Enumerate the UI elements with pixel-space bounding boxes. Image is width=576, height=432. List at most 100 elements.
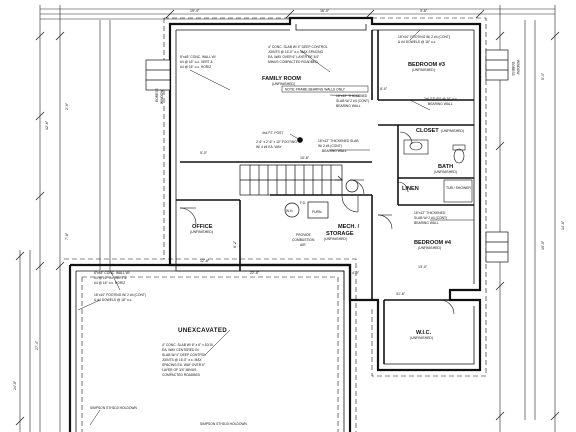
slab-unexc-4: JOINTS @ 16'-0" o.c. MAX bbox=[162, 358, 202, 362]
tub-shower-label: TUB / SHOWER bbox=[446, 186, 471, 190]
slab-note-1: 4" CONC. SLAB W/ 4" DEEP CONTROL bbox=[268, 45, 328, 49]
bath-status: (UNFINISHED) bbox=[434, 170, 457, 174]
holdown-note-2: SIMPSON STHD10 HOLDOWN bbox=[200, 422, 248, 426]
dimension-text: 19'-4" 16'-0" 3'-6" 5'-0" 10'-8" 8'-0" 1… bbox=[13, 9, 565, 390]
unexcavated-label: UNEXCAVATED bbox=[178, 327, 227, 334]
leader-lines bbox=[77, 29, 474, 426]
bedroom4-status: (UNFINISHED) bbox=[418, 246, 441, 250]
floor-drain-label: F.D. bbox=[300, 201, 306, 205]
dim-18: 27'-4" bbox=[35, 340, 39, 350]
furnace-label: FURN. bbox=[312, 210, 322, 214]
footing-post-2: W/ 4 #4 EA. WAY bbox=[256, 145, 282, 149]
wic-status: (UNFINISHED) bbox=[410, 336, 433, 340]
egress-left-1: EGRESS bbox=[155, 87, 159, 102]
storage-label: STORAGE bbox=[326, 231, 354, 237]
bearing-bath-1: 2x6 STUDS @ 16" o.c. bbox=[424, 97, 458, 101]
dimension-lines bbox=[15, 5, 560, 432]
slab-unexc-7: COMPACTED ROADBED bbox=[162, 373, 201, 377]
thickened-top-2: SLAB W/ 2 #4 (CONT) bbox=[336, 99, 369, 103]
dim-11: 13'-0" bbox=[418, 265, 428, 269]
slab-note-4: MINUS COMPACTED ROADBED bbox=[268, 60, 318, 64]
mech-equipment bbox=[284, 137, 359, 219]
dim-20: 6'-2" bbox=[233, 240, 237, 248]
dim-2: 16'-0" bbox=[320, 9, 330, 13]
thickened-br4-1: 16"x12" THICKENED bbox=[414, 211, 446, 215]
thickened-br4-3: BEARING WALL bbox=[414, 221, 439, 225]
family-room-status: (UNFINISHED) bbox=[272, 82, 295, 86]
egress-right-2: WINDOW bbox=[516, 60, 520, 75]
thickened-mid-2: W/ 2 #4 (CONT) bbox=[318, 144, 342, 148]
wall-left-1: 8"x48" CONC. WALL W/ bbox=[180, 55, 216, 59]
footing-br3-2: & #4 DOWELS @ 18" o.c. bbox=[398, 40, 436, 44]
dim-3: 3'-6" bbox=[420, 9, 428, 13]
closet-label: CLOSET bbox=[416, 128, 439, 134]
family-room-label: FAMILY ROOM bbox=[262, 76, 301, 82]
bath-label: BATH bbox=[438, 164, 453, 170]
dim-6: 8'-0" bbox=[380, 87, 388, 91]
egress-left-2: WINDOW bbox=[160, 89, 164, 104]
wall-lower-left-2: #4 @ 16" o.c. VERT & bbox=[94, 276, 127, 280]
egress-windows bbox=[145, 49, 509, 263]
slab-unexc-5: SPACING EA. WAY OVER 6" bbox=[162, 363, 206, 367]
bedroom3-status: (UNFINISHED) bbox=[412, 68, 435, 72]
footing-br3-1: 16"x10" FOOTING W/ 2 #4 (CONT) bbox=[398, 35, 450, 39]
bearing-wall-mid: BEARING WALL bbox=[322, 149, 347, 153]
thickened-mid-1: 16"x12" THICKENED SLAB bbox=[318, 139, 359, 143]
doors bbox=[179, 131, 455, 315]
dim-13: 2'-6" bbox=[65, 102, 69, 110]
wall-left-3: #4 @ 16" o.c. HORIZ bbox=[180, 65, 211, 69]
egress-labels: EGRESS WINDOW EGRESS WINDOW bbox=[155, 60, 520, 104]
wall-lower-left-3: #4 @ 16" o.c. HORIZ bbox=[94, 281, 125, 285]
bearing-wall-top: BEARING WALL bbox=[336, 104, 361, 108]
dim-8: 22'-8" bbox=[250, 271, 260, 275]
footing-lower-left-2: & #4 DOWELS @ 18" o.c. bbox=[94, 298, 132, 302]
dim-19: 24'-0" bbox=[13, 380, 17, 390]
dim-7: 12'-8" bbox=[200, 259, 210, 263]
combustion-air-1: PROVIDE bbox=[296, 233, 312, 237]
structural-notes: 4" CONC. SLAB W/ 4" DEEP CONTROL JOINTS … bbox=[90, 35, 458, 426]
thickened-top-1: 16"x12" THICKENED bbox=[336, 94, 368, 98]
dim-16: 19'-0" bbox=[541, 240, 545, 250]
bedroom3-label: BEDROOM #3 bbox=[408, 62, 445, 68]
office-status: (UNFINISHED) bbox=[190, 230, 213, 234]
dim-1: 19'-4" bbox=[190, 9, 200, 13]
dim-15: 5'-4" bbox=[541, 72, 545, 80]
wall-lower-left-1: 8"x48" CONC. WALL W/ bbox=[94, 271, 130, 275]
holdown-note-1: SIMPSON STHD10 HOLDOWN bbox=[90, 406, 138, 410]
dim-17: 14'-6" bbox=[561, 220, 565, 230]
dim-4: 5'-0" bbox=[200, 151, 208, 155]
egress-right-1: EGRESS bbox=[511, 62, 515, 77]
slab-unexc-1: 4" CONC. SLAB W/ 6" x 6" x 10/10 bbox=[162, 343, 213, 347]
frame-bearing-note: NOTE: FRAME BEARING WALLS ONLY bbox=[285, 88, 346, 92]
footing-post-1: 2'-6" x 2'-6" x 10" FOOTING bbox=[256, 140, 297, 144]
dim-5: 10'-8" bbox=[300, 156, 310, 160]
dim-10: 31'-6" bbox=[396, 292, 406, 296]
office-label: OFFICE bbox=[192, 224, 213, 230]
linen-label: LINEN bbox=[402, 186, 419, 192]
mech-status: (UNFINISHED) bbox=[324, 237, 347, 241]
slab-unexc-3: SLAB W/ 4" DEEP CONTROL bbox=[162, 353, 206, 357]
interior-walls bbox=[176, 30, 474, 364]
bath-fixtures bbox=[403, 139, 473, 203]
wall-left-2: #4 @ 16" o.c. VERT & bbox=[180, 60, 213, 64]
thickened-br4-2: SLAB W/ 2 #4 (CONT) bbox=[414, 216, 447, 220]
slab-unexc-6: LAYER OF 3/4" MINUS bbox=[162, 368, 197, 372]
mech-label: MECH. / bbox=[338, 224, 360, 230]
slab-unexc-2: EA. WAY CENTERED IN bbox=[162, 348, 199, 352]
closet-status: (UNFINISHED) bbox=[441, 129, 464, 133]
dim-12: 12'-6" bbox=[45, 120, 49, 130]
dim-9: 4'-0" bbox=[352, 271, 360, 275]
combustion-air-2: COMBUSTION bbox=[292, 238, 315, 242]
combustion-air-3: AIR bbox=[300, 243, 306, 247]
post-note: 4x4 P.T. POST bbox=[262, 131, 283, 135]
bedroom4-label: BEDROOM #4 bbox=[414, 240, 452, 246]
water-heater-label: W.H. bbox=[286, 209, 293, 213]
bearing-bath-2: BEARING WALL bbox=[428, 102, 453, 106]
stairs bbox=[239, 164, 343, 196]
slab-note-2: JOINTS @ 16'-0" o.c. MAX SPACING bbox=[268, 50, 324, 54]
slab-note-3: EA. WAY OVER 6" LAYER OF 3/4" bbox=[268, 55, 320, 59]
footing-lower-left-1: 16"x10" FOOTING W/ 2 #4 (CONT) bbox=[94, 293, 146, 297]
dim-14: 7'-8" bbox=[65, 232, 69, 240]
wic-label: W.I.C. bbox=[416, 330, 432, 336]
